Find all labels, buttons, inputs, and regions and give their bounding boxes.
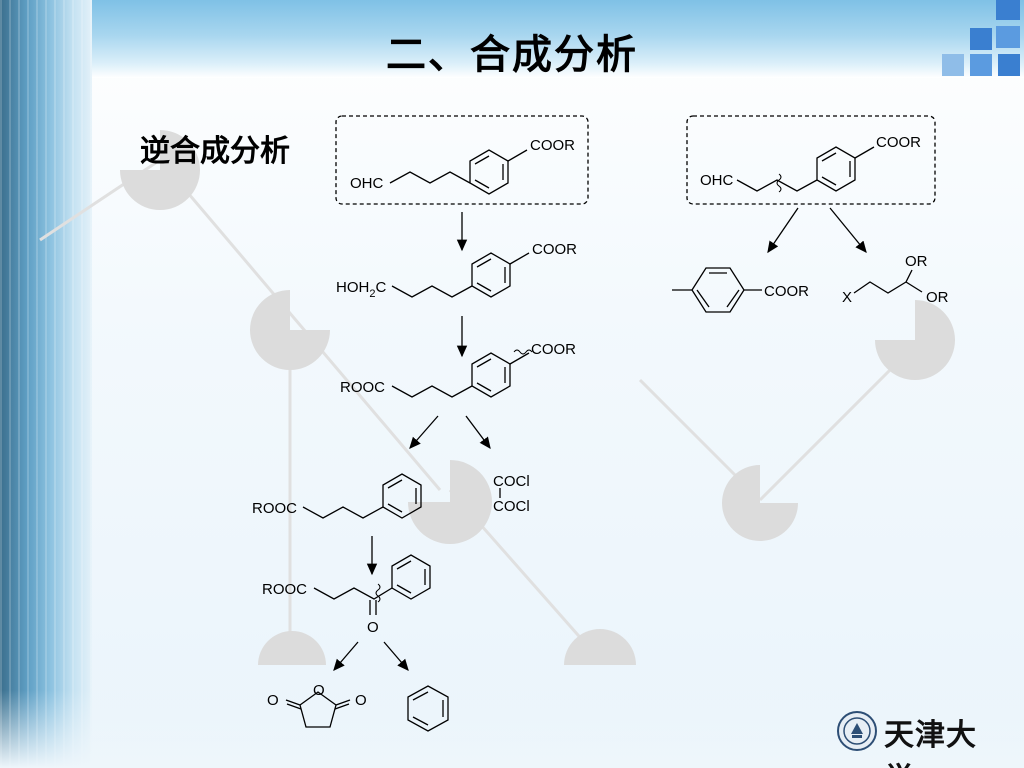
- diester-rooc-label: ROOC: [340, 379, 385, 396]
- acetal-or-label: OR: [926, 289, 949, 306]
- right-target-coor-label: COOR: [876, 134, 921, 151]
- oxalyl-cocl-label: COCl: [493, 498, 530, 515]
- anhydride-o-right-label: O: [355, 692, 367, 709]
- alcohol-hoh2c-label: HOH2C: [336, 279, 386, 300]
- anhydride-o-ring-label: O: [313, 682, 325, 699]
- deco-square: [970, 54, 992, 76]
- university-logo: 天津大学: [836, 708, 986, 768]
- sidebar-stripes: [0, 0, 92, 768]
- ketoester-molecule: [313, 554, 431, 615]
- deco-square: [998, 54, 1020, 76]
- ketone-o-label: O: [367, 619, 379, 636]
- left-sidebar-decoration: [0, 0, 92, 768]
- arrow: [333, 641, 359, 671]
- deco-square: [996, 26, 1020, 48]
- arrow: [383, 641, 409, 671]
- succinic-anhydride-molecule: [285, 691, 351, 728]
- oxalyl-cocl-label: COCl: [493, 473, 530, 490]
- benzene-molecule: [407, 685, 449, 732]
- phenylbutanoate-molecule: [302, 473, 422, 519]
- arrow: [767, 207, 799, 254]
- acetal-molecule: [853, 269, 923, 294]
- toluate-coor-label: COOR: [764, 283, 809, 300]
- right-target-molecule: [736, 146, 875, 193]
- arrow: [409, 415, 439, 449]
- toluate-molecule: [672, 267, 762, 313]
- ketone-rooc-label: ROOC: [262, 581, 307, 598]
- top-band-decoration: [92, 0, 1024, 78]
- university-name: 天津大学: [884, 718, 977, 768]
- university-seal-icon: [837, 711, 877, 751]
- target-ohc-label: OHC: [350, 175, 384, 192]
- target-molecule: [389, 149, 528, 195]
- acetal-x-label: X: [842, 289, 852, 306]
- diester-coor-label: COOR: [531, 341, 576, 358]
- deco-square: [942, 54, 964, 76]
- acetal-or-label: OR: [905, 253, 928, 270]
- right-target-box: [686, 115, 936, 205]
- target-box: [335, 115, 589, 205]
- target-coor-label: COOR: [530, 137, 575, 154]
- alcohol-coor-label: COOR: [532, 241, 577, 258]
- deco-square: [996, 0, 1020, 20]
- arrow: [829, 207, 867, 254]
- arrow: [465, 415, 491, 450]
- diester-molecule: [391, 349, 533, 398]
- slide-subtitle: 逆合成分析: [140, 134, 290, 169]
- slide-title: 二、合成分析: [386, 32, 638, 78]
- right-target-ohc-label: OHC: [700, 172, 734, 189]
- alcohol-molecule: [391, 252, 530, 298]
- phenyl-rooc-label: ROOC: [252, 500, 297, 517]
- deco-square: [970, 28, 992, 50]
- anhydride-o-left-label: O: [267, 692, 279, 709]
